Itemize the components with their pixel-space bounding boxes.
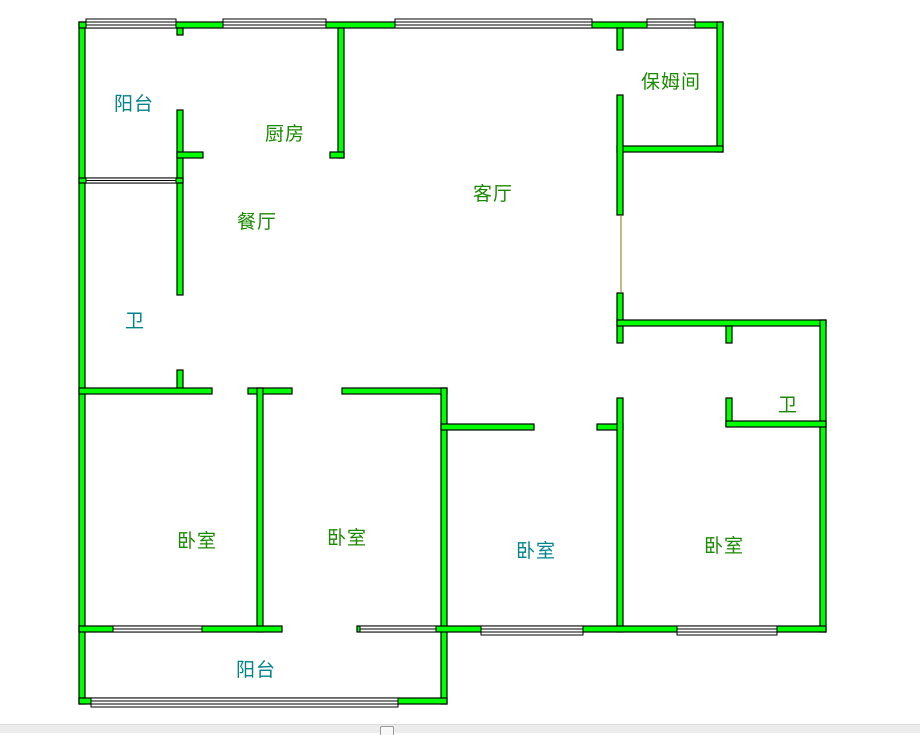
window bbox=[646, 18, 696, 29]
room-label-bedroom-4: 卧室 bbox=[704, 535, 745, 557]
wall bbox=[616, 397, 624, 633]
wall bbox=[616, 94, 624, 216]
wall bbox=[716, 21, 724, 153]
room-label-bedroom-1: 卧室 bbox=[177, 530, 218, 552]
wall bbox=[616, 292, 624, 344]
room-label-nanny-room: 保姆间 bbox=[641, 71, 702, 93]
room-label-bathroom-right: 卫 bbox=[778, 394, 799, 416]
window bbox=[112, 625, 203, 633]
window bbox=[676, 625, 778, 636]
window bbox=[85, 177, 177, 184]
wall bbox=[247, 387, 293, 395]
wall bbox=[356, 625, 827, 633]
wall bbox=[337, 27, 345, 159]
window bbox=[222, 18, 327, 29]
room-label-kitchen: 厨房 bbox=[265, 123, 306, 145]
wall bbox=[176, 151, 204, 159]
room-label-bedroom-3: 卧室 bbox=[516, 540, 557, 562]
wall bbox=[725, 325, 733, 344]
window bbox=[480, 625, 584, 636]
wall bbox=[78, 21, 86, 705]
room-label-bathroom-left: 卫 bbox=[125, 310, 146, 332]
wall bbox=[329, 151, 345, 159]
wall bbox=[616, 319, 827, 327]
wall bbox=[341, 387, 448, 395]
wall bbox=[78, 387, 213, 395]
wall bbox=[616, 27, 624, 51]
scrollbar-thumb[interactable] bbox=[380, 726, 394, 735]
room-label-balcony-bottom: 阳台 bbox=[236, 659, 277, 681]
window bbox=[394, 18, 593, 29]
room-label-dining-room: 餐厅 bbox=[237, 211, 278, 233]
room-label-balcony-top: 阳台 bbox=[114, 93, 155, 115]
wall bbox=[616, 145, 724, 153]
room-label-living-room: 客厅 bbox=[473, 183, 514, 205]
wall bbox=[176, 109, 184, 296]
window bbox=[359, 625, 437, 633]
wall bbox=[819, 319, 827, 633]
horizontal-scrollbar[interactable] bbox=[0, 724, 920, 733]
wall bbox=[725, 420, 827, 428]
wall bbox=[440, 423, 535, 431]
room-label-bedroom-2: 卧室 bbox=[327, 527, 368, 549]
window bbox=[85, 18, 177, 29]
wall bbox=[256, 387, 264, 633]
window bbox=[90, 697, 399, 708]
wall bbox=[176, 27, 184, 36]
wall bbox=[440, 387, 448, 705]
